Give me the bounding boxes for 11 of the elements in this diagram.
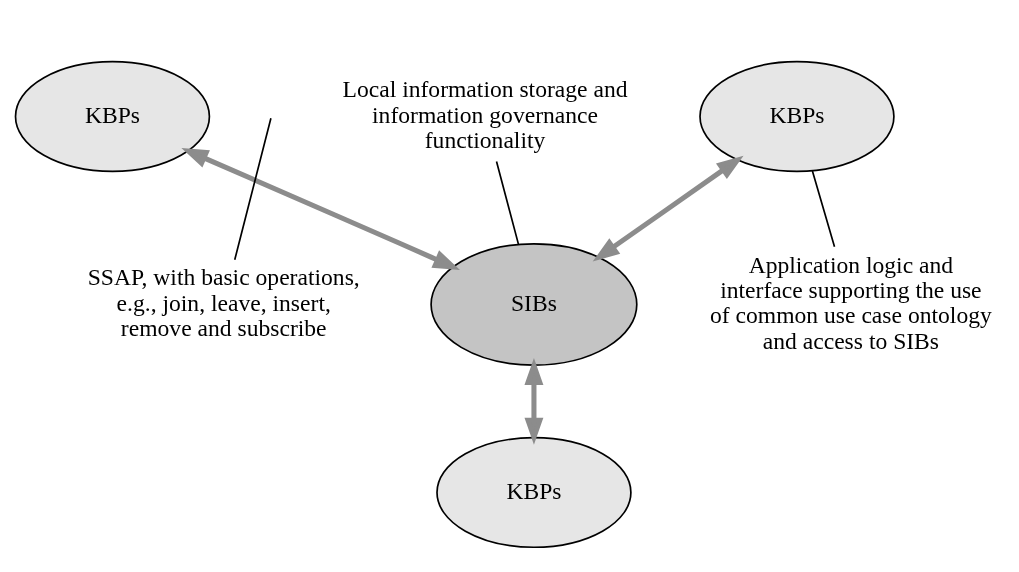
node-text: SSAP, with basic operations, e.g., join, leave, insert, remove and subscribe: [87, 264, 360, 342]
connector: [495, 160, 520, 246]
arrow: [524, 357, 544, 445]
node-ellipse: KBPs: [436, 436, 632, 549]
arrow: [592, 155, 744, 262]
connector: [811, 170, 836, 248]
arrow: [181, 148, 460, 270]
node-text: Local information storage and information governance functionality: [342, 76, 628, 154]
node-text: Application logic and interface supporting the use of common use case ontology and access to SIBs: [710, 251, 992, 354]
node-ellipse: KBPs: [699, 60, 895, 173]
connector: [233, 117, 272, 261]
